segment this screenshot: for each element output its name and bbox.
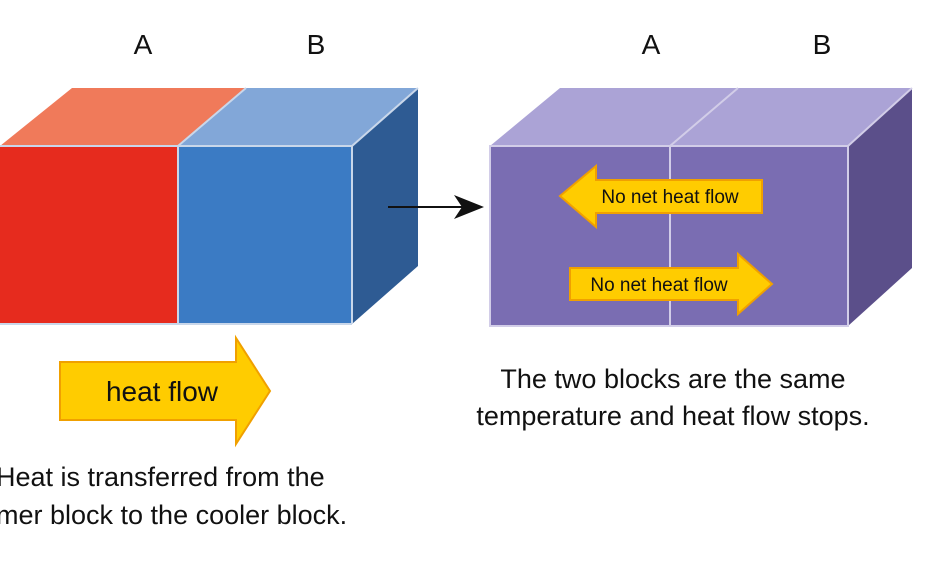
left-label-a: A [134,29,153,60]
right-caption-line2: temperature and heat flow stops. [476,401,869,431]
block-b-top-face [178,88,418,146]
block-ab-top-face [490,88,912,146]
left-caption-line2: mer block to the cooler block. [0,500,347,530]
transition-arrow [388,195,484,219]
right-label-a: A [642,29,661,60]
left-label-b: B [307,29,326,60]
block-b-side-face [352,88,418,324]
no-net-flow-arrow-left: No net heat flow [558,163,763,230]
no-net-flow-arrow-left-shape [558,163,763,230]
no-net-flow-right-label: No net heat flow [590,275,728,296]
left-caption-line1: Heat is transferred from the [0,462,325,492]
no-net-flow-arrow-right-shape [569,251,774,317]
block-b-front-cool [178,146,352,324]
left-blocks [0,87,419,325]
right-label-b: B [813,29,832,60]
block-a-top-face [0,88,246,146]
block-a-front-hot [0,146,178,324]
heat-flow-arrow-shape [59,334,272,448]
block-ab-side-face [848,88,912,326]
transition-arrowhead [454,195,484,219]
right-caption-line1: The two blocks are the same [500,364,845,394]
heat-flow-arrow: heat flow [59,334,272,448]
no-net-flow-arrow-right: No net heat flow [569,251,774,317]
left-block-edges [0,87,419,325]
heat-flow-label: heat flow [106,376,219,407]
no-net-flow-left-label: No net heat flow [601,187,739,208]
